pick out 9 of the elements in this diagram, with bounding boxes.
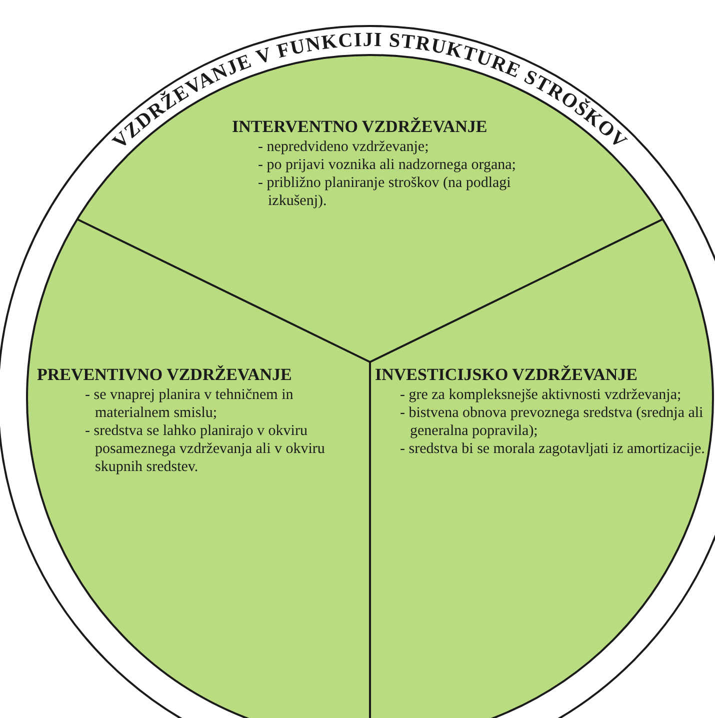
bullet-text: - se vnaprej planira v tehničnem in materialnem smislu; [85, 386, 294, 422]
bullet-text: - po prijavi voznika ali nadzornega organa; [258, 156, 517, 174]
bullet-text: - gre za kompleksnejše aktivnosti vzdrževanja; [400, 386, 682, 404]
sector-heading: PREVENTIVNO VZDRŽEVANJE [37, 366, 293, 384]
bullet-text: - sredstva se lahko planirajo v okviru posameznega vzdrževanja ali v okviru skupnih sredstev. [85, 422, 326, 476]
bullet-text: - sredstva bi se morala zagotavljati iz amortizacije. [400, 440, 705, 458]
sector-heading: INVESTICIJSKO VZDRŽEVANJE [375, 366, 638, 384]
bullet-text: - približno planiranje stroškov (na podlagi izkušenj). [258, 174, 512, 210]
bullet-text: - bistvena obnova prevoznega sredstva (srednja ali generalna popravila); [400, 404, 704, 440]
